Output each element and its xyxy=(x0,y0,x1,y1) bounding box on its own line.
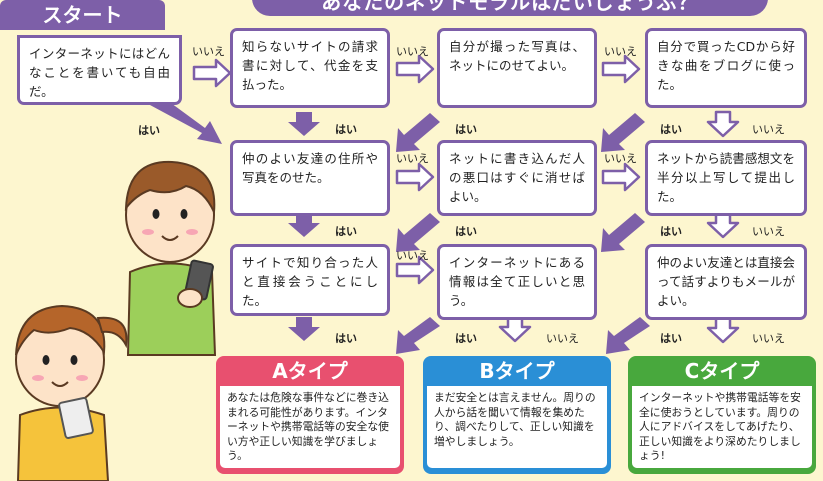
question-text: ネットに書き込んだ人の悪口はすぐに消せばよい。 xyxy=(449,151,585,204)
question-text: インターネットにある情報は全て正しいと思う。 xyxy=(449,255,585,308)
no-label: いいえ xyxy=(604,152,637,165)
no-arrow xyxy=(395,54,435,84)
question-text: インターネットにはどんなことを書いても自由だ。 xyxy=(29,46,170,99)
question-text: ネットから読書感想文を半分以上写して提出した。 xyxy=(657,151,795,204)
result-c-title: Cタイプ xyxy=(684,359,760,383)
result-a-text: あなたは危険な事件などに巻き込まれる可能性があります。インターネットや携帯電話等… xyxy=(220,386,400,468)
title-banner xyxy=(252,0,768,16)
no-label: いいえ xyxy=(396,249,429,262)
question-text: サイトで知り合った人と直接会うことにした。 xyxy=(242,255,378,308)
yes-label: はい xyxy=(660,225,682,238)
question-text: 仲のよい友達の住所や写真をのせた。 xyxy=(242,151,378,185)
no-label: いいえ xyxy=(752,225,785,238)
question-text: 仲のよい友達とは直接会って話すよりもメールがよい。 xyxy=(657,255,795,308)
result-c: Cタイプ インターネットや携帯電話等を安全に使おうとしています。周りの人にアドバ… xyxy=(628,356,816,474)
no-label: いいえ xyxy=(192,45,225,58)
question-box-1: インターネットにはどんなことを書いても自由だ。 xyxy=(17,35,182,105)
result-b-text: まだ安全とは言えません。周りの人から話を聞いて情報を集めたり、調べたりして、正し… xyxy=(427,386,607,468)
no-arrow xyxy=(601,162,641,192)
yes-label: はい xyxy=(335,225,357,238)
question-box-9: インターネットにある情報は全て正しいと思う。 xyxy=(437,244,597,320)
result-c-text: インターネットや携帯電話等を安全に使おうとしています。周りの人にアドバイスをして… xyxy=(632,386,812,468)
page-title: あなたのネットモラルはだいじょうぶ？ xyxy=(321,0,699,14)
question-text: 自分が撮った写真は、ネットにのせてよい。 xyxy=(449,39,585,73)
question-box-6: ネットに書き込んだ人の悪口はすぐに消せばよい。 xyxy=(437,140,597,216)
yes-label: はい xyxy=(138,124,160,137)
no-label: いいえ xyxy=(546,332,579,345)
no-arrow xyxy=(395,162,435,192)
question-box-10: 仲のよい友達とは直接会って話すよりもメールがよい。 xyxy=(645,244,807,320)
result-b-title: Bタイプ xyxy=(479,359,555,383)
result-b: Bタイプ まだ安全とは言えません。周りの人から話を聞いて情報を集めたり、調べたり… xyxy=(423,356,611,474)
question-box-4: 自分で買ったCDから好きな曲をブログに使った。 xyxy=(645,28,807,108)
result-a-title: Aタイプ xyxy=(272,359,348,383)
no-label: いいえ xyxy=(396,152,429,165)
yes-label: はい xyxy=(335,123,357,136)
yes-label: はい xyxy=(455,123,477,136)
boy-illustration xyxy=(124,160,217,356)
no-label: いいえ xyxy=(604,45,637,58)
no-label: いいえ xyxy=(752,332,785,345)
question-box-5: 仲のよい友達の住所や写真をのせた。 xyxy=(230,140,390,216)
result-a: Aタイプ あなたは危険な事件などに巻き込まれる可能性があります。インターネットや… xyxy=(216,356,404,474)
question-box-8: サイトで知り合った人と直接会うことにした。 xyxy=(230,244,390,316)
no-label: いいえ xyxy=(752,123,785,136)
yes-label: はい xyxy=(455,225,477,238)
question-text: 自分で買ったCDから好きな曲をブログに使った。 xyxy=(657,39,795,92)
question-text: 知らないサイトの請求書に対して、代金を支払った。 xyxy=(242,39,378,92)
no-label: いいえ xyxy=(396,45,429,58)
yes-label: はい xyxy=(335,332,357,345)
yes-label: はい xyxy=(455,332,477,345)
no-arrow xyxy=(192,58,232,88)
no-arrow xyxy=(601,54,641,84)
question-box-3: 自分が撮った写真は、ネットにのせてよい。 xyxy=(437,28,597,108)
question-box-7: ネットから読書感想文を半分以上写して提出した。 xyxy=(645,140,807,216)
question-box-2: 知らないサイトの請求書に対して、代金を支払った。 xyxy=(230,28,390,108)
girl-illustration xyxy=(15,304,128,481)
yes-label: はい xyxy=(660,332,682,345)
start-label: スタート xyxy=(0,0,165,30)
yes-label: はい xyxy=(660,123,682,136)
